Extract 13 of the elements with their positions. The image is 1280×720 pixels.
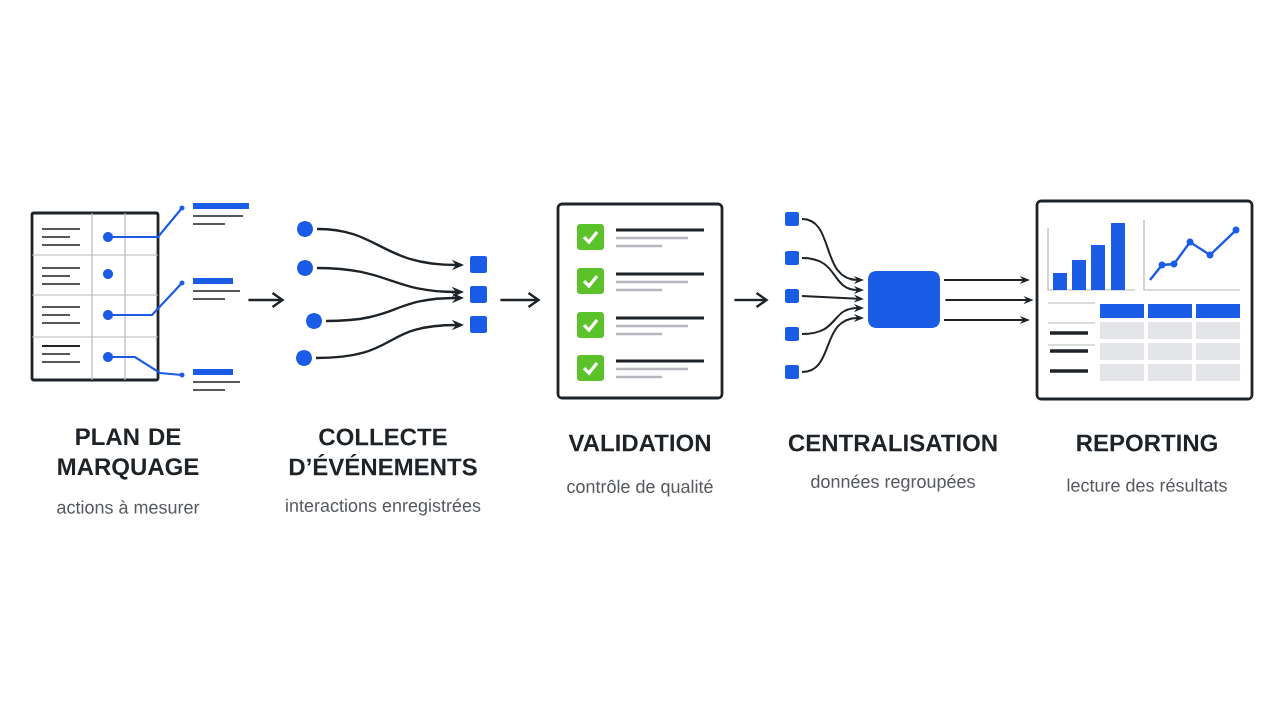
stage-subtitle: contrôle de qualité [567,479,713,497]
stage-subtitle: interactions enregistrées [286,498,481,516]
stage-title: CENTRALISATION [788,434,997,452]
arrow [248,292,285,308]
stage-subtitle: actions à mesurer [57,500,200,514]
arrow [734,292,769,308]
stage-title: PLAN DE MARQUAGE [58,428,199,480]
stage-title: VALIDATION [568,434,710,452]
arrow [500,292,541,308]
stage-title: REPORTING [1077,434,1217,452]
stage-subtitle: données regroupées [811,474,975,492]
stage-subtitle: lecture des résultats [1067,478,1227,492]
stage-title: COLLECTE D’ÉVÉNEMENTS [289,428,477,476]
